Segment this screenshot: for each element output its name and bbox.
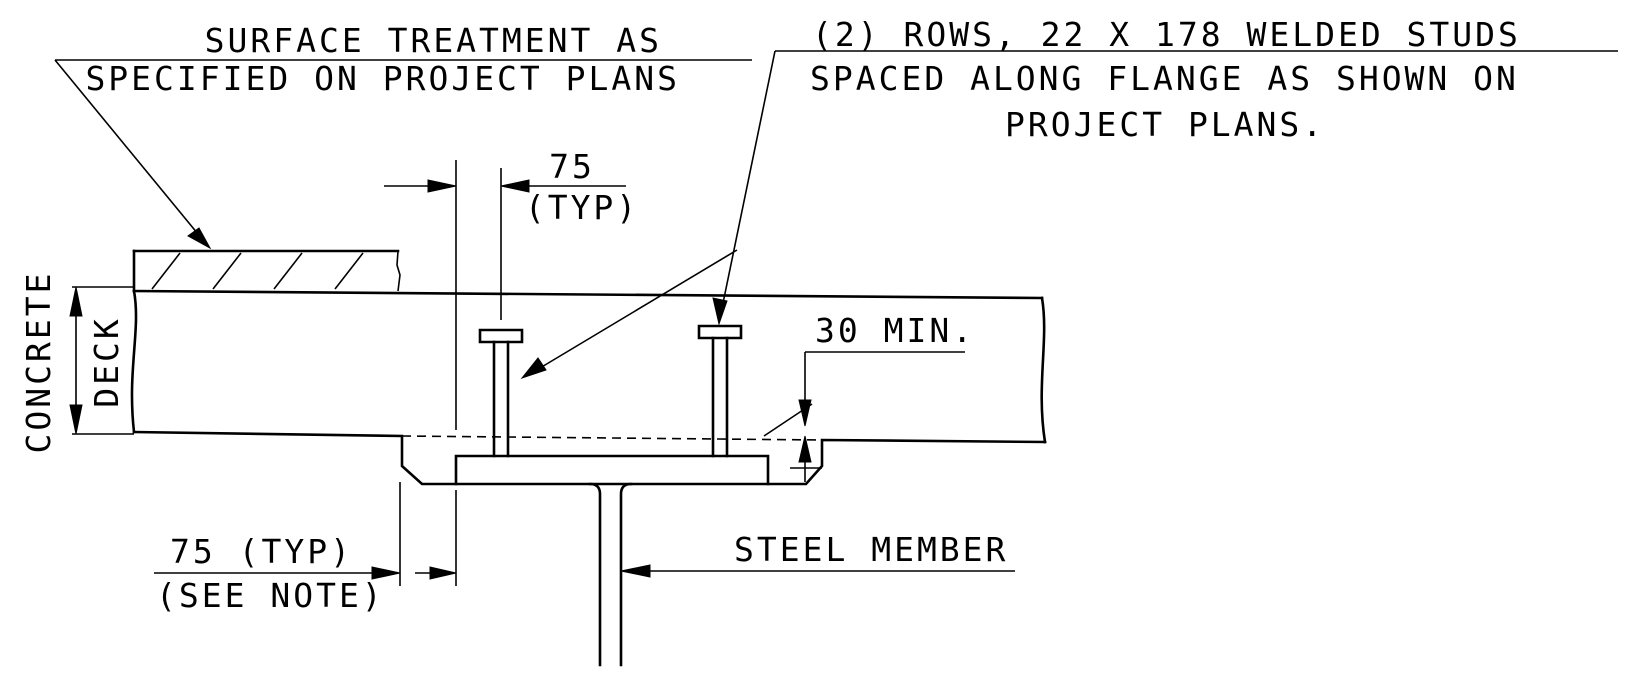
label-dim-75-bottom: 75 (TYP) (170, 532, 353, 571)
dim-75-top (384, 179, 626, 193)
label-steel-member: STEEL MEMBER (734, 530, 1008, 569)
surface-treatment-layer (132, 249, 401, 293)
shear-stud-left (478, 328, 524, 458)
label-30-min: 30 MIN. (815, 311, 975, 350)
label-concrete: CONCRETE (19, 271, 58, 454)
extension-lines (72, 160, 822, 586)
leader-surface-treatment (54, 59, 752, 250)
deck-soffit-dashed-line (401, 435, 823, 441)
label-dim-75-top: 75 (549, 147, 595, 186)
label-studs-line1: (2) ROWS, 22 X 178 WELDED STUDS (812, 15, 1521, 54)
label-surface-treatment-line2: SPECIFIED ON PROJECT PLANS (85, 59, 680, 98)
dim-deck-thickness (69, 286, 83, 435)
leader-welded-studs (520, 50, 1618, 380)
label-surface-treatment-line1: SURFACE TREATMENT AS (205, 21, 662, 60)
concrete-deck (130, 289, 1047, 486)
steel-flange (454, 454, 770, 486)
shear-stud-right (697, 324, 743, 458)
dim-30-min (763, 351, 965, 482)
label-see-note: (SEE NOTE) (156, 576, 385, 615)
steel-web (588, 482, 633, 667)
label-dim-typ-top: (TYP) (525, 188, 639, 227)
leader-steel-member (620, 564, 1015, 578)
dim-75-bottom (154, 566, 457, 580)
label-deck: DECK (87, 316, 126, 407)
label-studs-line2: SPACED ALONG FLANGE AS SHOWN ON (810, 59, 1519, 98)
label-studs-line3: PROJECT PLANS. (1005, 105, 1325, 144)
